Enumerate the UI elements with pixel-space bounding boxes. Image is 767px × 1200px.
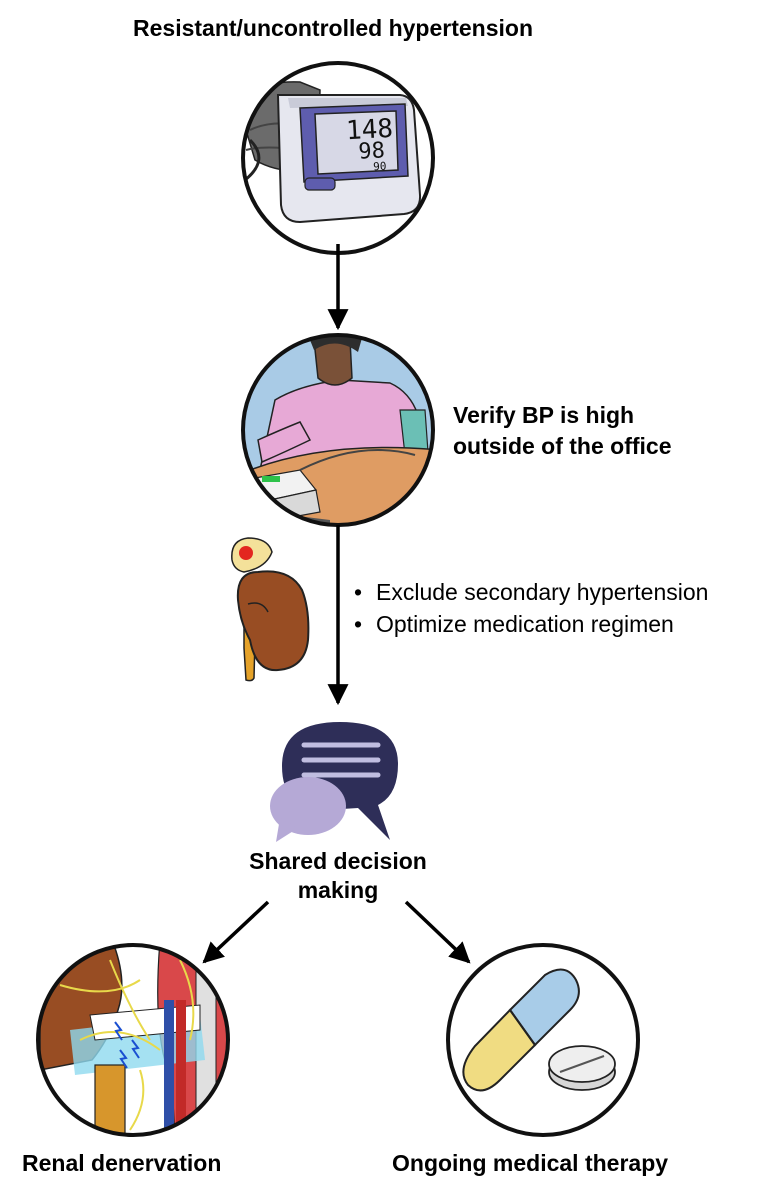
outcome-ongoing-medical-therapy: Ongoing medical therapy: [392, 1150, 669, 1176]
pre-decision-steps-list: Exclude secondary hypertension Optimize …: [352, 576, 708, 640]
speech-bubbles-icon: [270, 722, 398, 842]
verify-bp-label-line2: outside of the office: [453, 433, 672, 459]
kidney-icon: [231, 537, 310, 682]
verify-bp-label-line1: Verify BP is high: [453, 402, 635, 428]
bp-reading-diastolic: 98: [358, 138, 386, 164]
step-exclude-secondary: Exclude secondary hypertension: [352, 576, 708, 608]
bp-reading-systolic: 148: [345, 114, 393, 146]
shared-decision-label-line2: making: [297, 877, 379, 903]
home-bp-measurement-illustration: [241, 333, 435, 527]
renal-denervation-illustration: [36, 943, 230, 1137]
diagram-title: Resistant/uncontrolled hypertension: [133, 15, 533, 41]
arrow-right-branch: [404, 900, 471, 964]
outcome-renal-denervation: Renal denervation: [22, 1150, 222, 1176]
bp-monitor-illustration: 148 98 90: [241, 61, 435, 255]
medication-pills-illustration: [446, 943, 640, 1137]
step-optimize-medication: Optimize medication regimen: [352, 608, 708, 640]
shared-decision-label-line1: Shared decision: [249, 848, 427, 874]
bp-reading-pulse: 90: [373, 160, 387, 174]
arrow-left-branch: [202, 900, 270, 964]
